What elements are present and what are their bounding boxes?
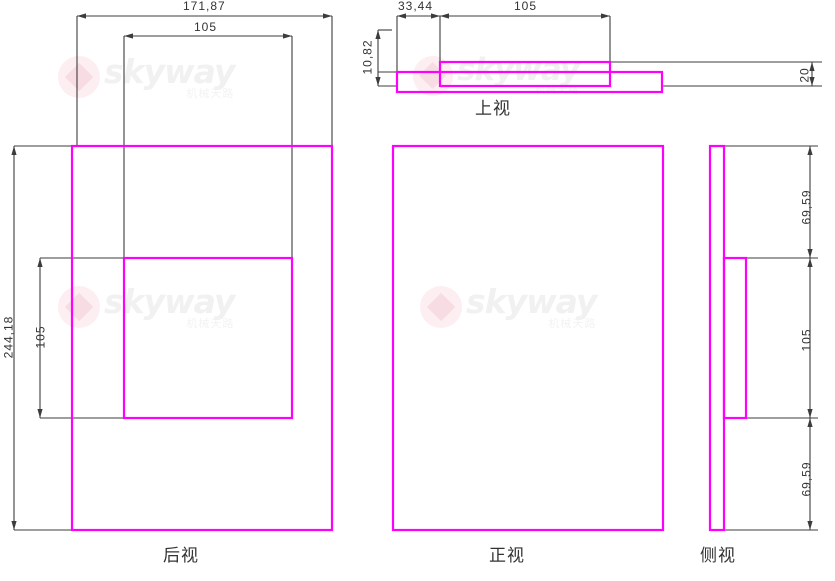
- dimension-back-height-inner: 105: [33, 325, 48, 349]
- top-part-outline: [395, 60, 664, 94]
- dimension-top-offset: 33,44: [398, 0, 434, 13]
- view-label-front: 正视: [489, 546, 525, 566]
- dimension-back-width-overall: 171,87: [183, 0, 226, 13]
- top-dimension-lines: [375, 13, 815, 86]
- dimension-side-mid-segment: 105: [799, 328, 814, 352]
- dimension-top-thickness: 10,82: [360, 39, 375, 75]
- back-extension-lines: [14, 16, 333, 531]
- dimension-back-width-inner: 105: [194, 20, 218, 34]
- dimension-side-top-segment: 69,59: [799, 189, 814, 225]
- dimension-top-width: 105: [514, 0, 538, 13]
- view-back-geometry: [11, 13, 334, 532]
- top-extension-lines: [378, 16, 822, 87]
- dimension-side-bottom-segment: 69,59: [799, 461, 814, 497]
- view-front-geometry: [391, 144, 665, 532]
- dimension-top-depth: 20: [797, 67, 812, 83]
- view-label-top: 上视: [475, 99, 511, 119]
- dimension-back-height-overall: 244,18: [1, 315, 16, 359]
- view-label-side: 侧视: [700, 546, 736, 566]
- view-label-back: 后视: [163, 546, 199, 566]
- back-part-outline: [70, 144, 334, 532]
- side-part-outline: [708, 144, 748, 532]
- back-dimension-lines: [11, 13, 332, 530]
- view-side-geometry: [708, 144, 818, 532]
- view-top-geometry: [375, 13, 822, 94]
- front-part-outline: [391, 144, 665, 532]
